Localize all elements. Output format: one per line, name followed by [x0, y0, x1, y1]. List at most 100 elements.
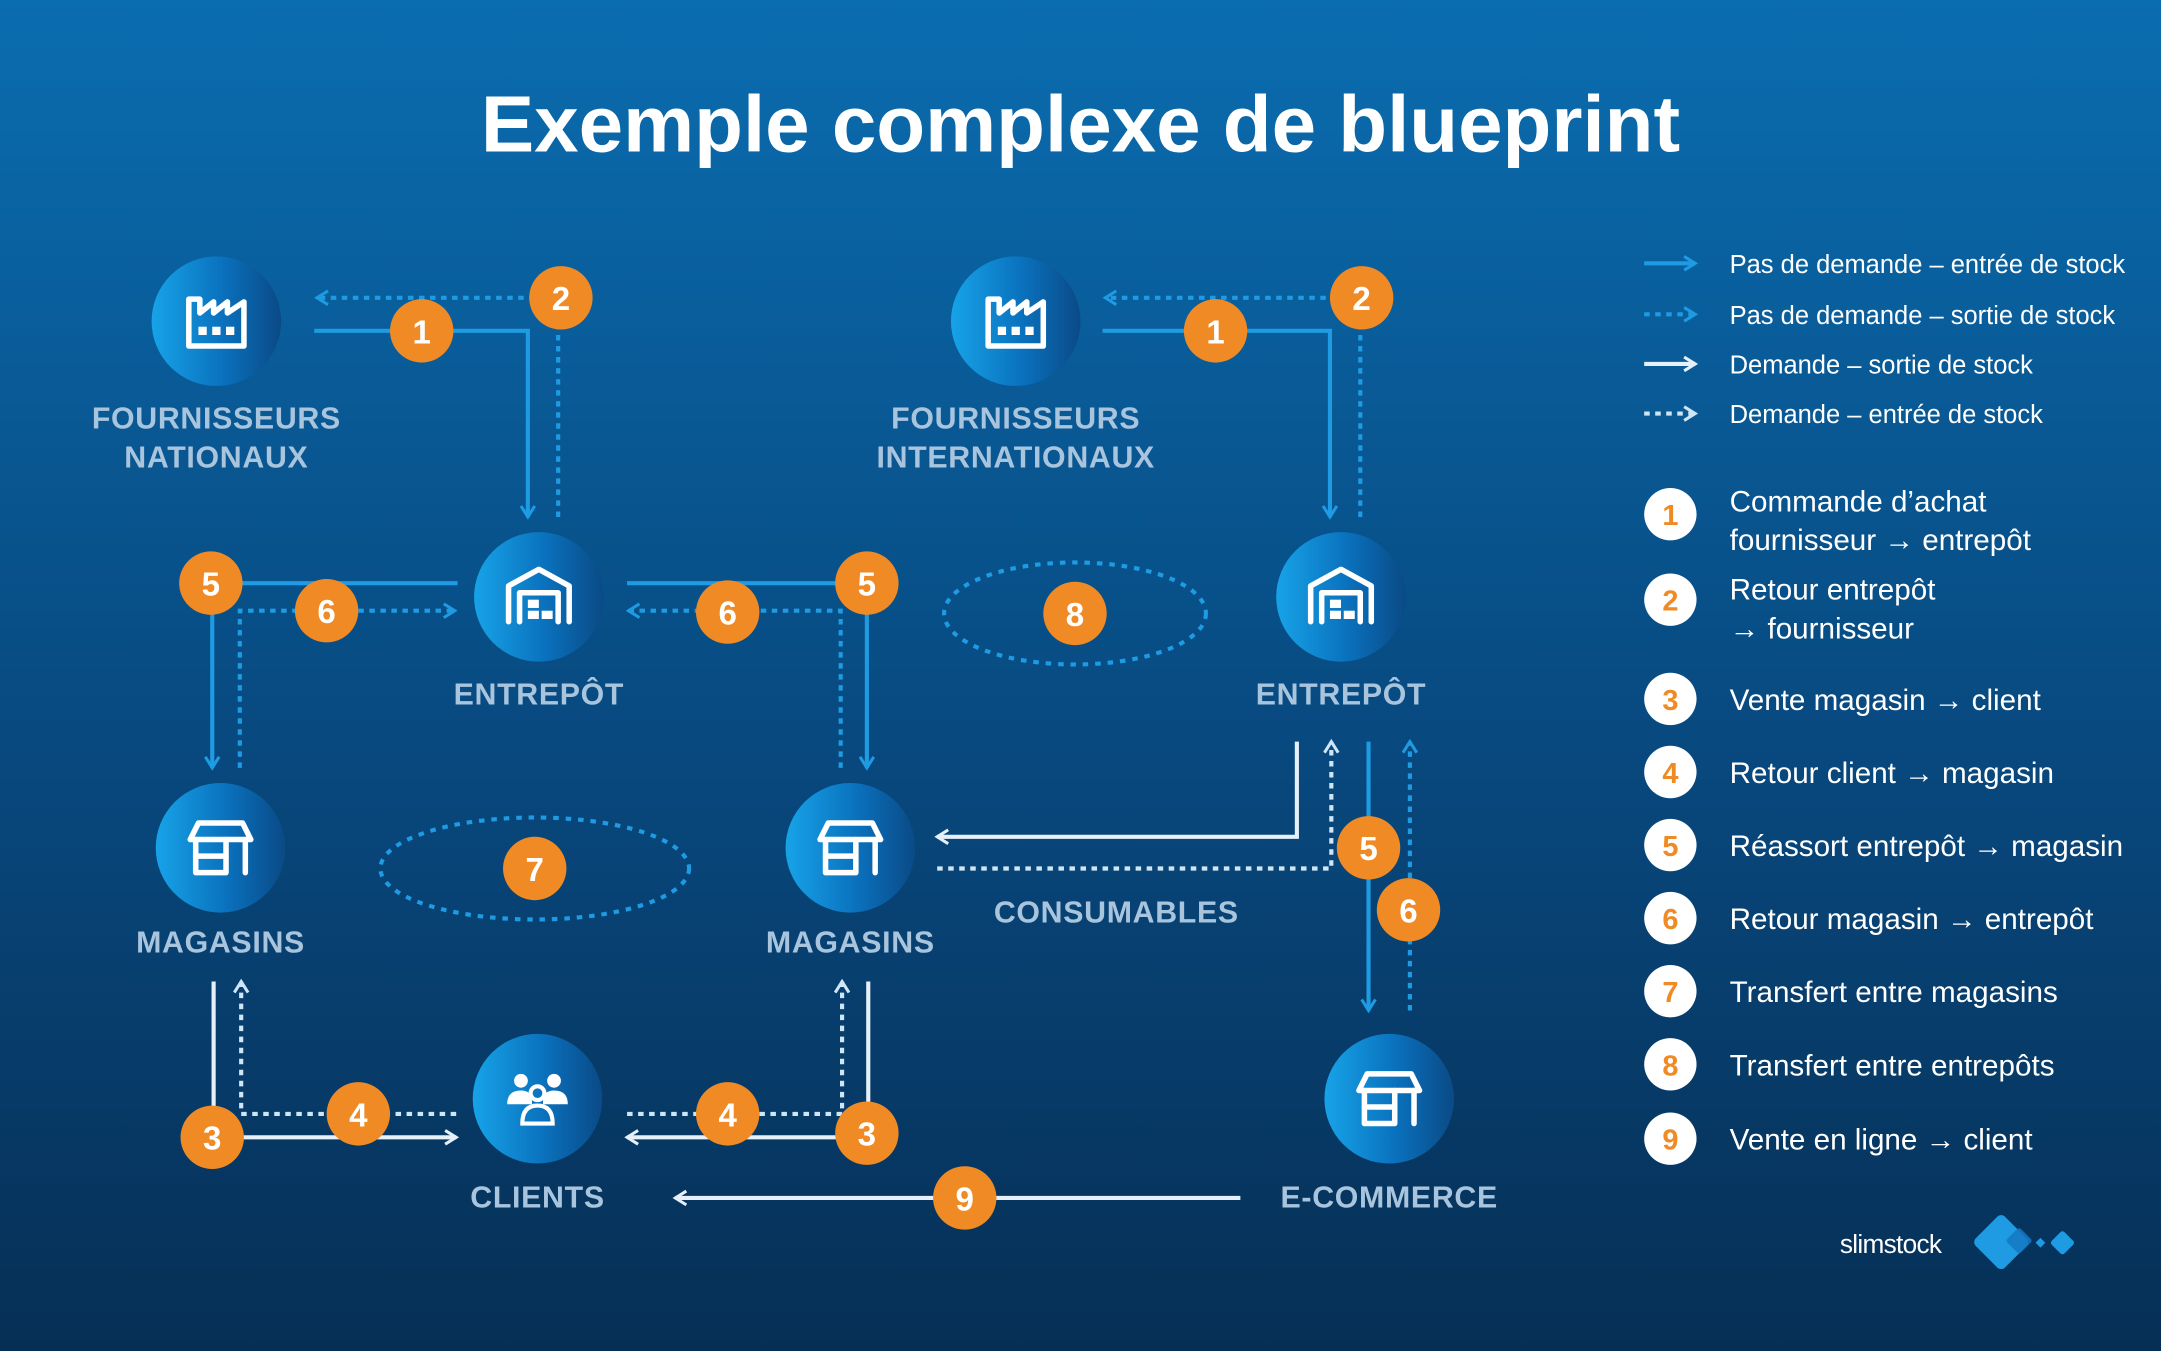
legend-step-7: 7 Transfert entre magasins [1644, 965, 2058, 1018]
svg-text:5: 5 [202, 567, 220, 604]
svg-text:3: 3 [203, 1121, 221, 1158]
badge-4-left: 4 [326, 1082, 391, 1146]
store-icon [817, 820, 884, 876]
legend-step-2: 2 Retour entrepôt → fournisseur [1644, 573, 1936, 645]
badge-9: 9 [933, 1166, 997, 1230]
flow-consumables-out [937, 741, 1299, 837]
node-label: FOURNISSEURS [92, 403, 341, 436]
node-label: E-COMMERCE [1281, 1182, 1498, 1215]
node-label: ENTREPÔT [454, 677, 625, 711]
svg-text:5: 5 [858, 567, 876, 604]
badge-7: 7 [503, 836, 567, 901]
svg-text:3: 3 [1662, 685, 1678, 717]
svg-text:4: 4 [1662, 758, 1678, 790]
legend-dotted-blue: Pas de demande – sortie de stock [1644, 302, 2115, 330]
people-icon [507, 1073, 568, 1126]
legend-line-types: Pas de demande – entrée de stock Pas de … [1644, 251, 2125, 429]
transfer-stores-ellipse [378, 815, 692, 922]
legend-steps: 1 Commande d’achat fournisseur → entrepô… [1644, 485, 2123, 1165]
legend-step-1: 1 Commande d’achat fournisseur → entrepô… [1644, 485, 2032, 557]
badge-3-middle: 3 [835, 1101, 899, 1165]
svg-text:5: 5 [1662, 831, 1678, 863]
svg-text:7: 7 [526, 852, 544, 889]
legend-step-6: 6 Retour magasin → entrepôt [1644, 891, 2095, 945]
svg-text:6: 6 [718, 595, 736, 632]
node-entrepot-1: ENTREPÔT [454, 532, 625, 711]
flow-consumables-in [937, 742, 1331, 871]
node-label: MAGASINS [136, 927, 305, 960]
svg-text:4: 4 [718, 1097, 737, 1134]
slimstock-logo: slimstock [1840, 1215, 2074, 1270]
badge-1-national: 1 [390, 299, 454, 363]
node-label: INTERNATIONAUX [876, 441, 1154, 474]
flow-2-national [317, 298, 561, 517]
node-label: FOURNISSEURS [891, 403, 1140, 436]
legend-step-text: Retour magasin → entrepôt [1730, 903, 2095, 936]
page-title: Exemple complexe de blueprint [481, 80, 1680, 169]
legend: Pas de demande – entrée de stock Pas de … [1644, 251, 2125, 1165]
node-label: CLIENTS [470, 1182, 604, 1215]
svg-text:2: 2 [1352, 281, 1370, 318]
legend-step-9: 9 Vente en ligne → client [1644, 1112, 2033, 1165]
svg-text:8: 8 [1066, 597, 1084, 634]
legend-label: Demande – entrée de stock [1730, 401, 2043, 429]
svg-text:1: 1 [1662, 500, 1678, 532]
badge-1-international: 1 [1183, 299, 1248, 363]
legend-label: Pas de demande – entrée de stock [1730, 251, 2126, 279]
legend-solid-blue: Pas de demande – entrée de stock [1644, 251, 2125, 279]
node-clients: CLIENTS [470, 1033, 604, 1215]
badge-6-left: 6 [294, 579, 359, 643]
svg-text:7: 7 [1662, 977, 1678, 1009]
legend-step-5: 5 Réassort entrepôt → magasin [1644, 818, 2123, 872]
warehouse-icon [1307, 566, 1375, 625]
flow-1-international [1102, 328, 1330, 517]
svg-text:2: 2 [1662, 586, 1678, 618]
legend-step-3: 3 Vente magasin → client [1644, 672, 2042, 726]
store-icon [187, 820, 254, 876]
transfer-warehouses-ellipse [941, 560, 1208, 667]
badge-3-left: 3 [180, 1105, 244, 1170]
badge-5-middle: 5 [835, 551, 899, 615]
legend-step-text: Transfert entre magasins [1730, 976, 2058, 1009]
node-fournisseurs-internationaux: FOURNISSEURS INTERNATIONAUX [876, 256, 1154, 474]
legend-step-4: 4 Retour client → magasin [1644, 745, 2054, 799]
legend-label: Pas de demande – sortie de stock [1730, 302, 2116, 330]
node-fournisseurs-nationaux: FOURNISSEURS NATIONAUX [92, 256, 341, 474]
badge-8: 8 [1043, 581, 1107, 646]
legend-step-text: → fournisseur [1730, 612, 1915, 645]
svg-text:9: 9 [1662, 1125, 1678, 1157]
warehouse-icon [505, 566, 572, 625]
legend-step-text: Réassort entrepôt → magasin [1730, 830, 2123, 863]
consumables-label: CONSUMABLES [994, 896, 1239, 929]
node-label: NATIONAUX [124, 441, 308, 474]
svg-text:6: 6 [1399, 893, 1417, 930]
svg-text:5: 5 [1359, 831, 1377, 868]
node-label: MAGASINS [766, 927, 935, 960]
factory-icon [985, 296, 1047, 349]
svg-text:3: 3 [858, 1117, 876, 1154]
legend-dotted-white: Demande – entrée de stock [1644, 401, 2043, 429]
legend-step-text: fournisseur → entrepôt [1730, 524, 2032, 557]
badge-5-ecommerce: 5 [1336, 816, 1401, 880]
badge-4-middle: 4 [695, 1082, 760, 1146]
svg-text:9: 9 [956, 1181, 974, 1218]
node-magasins-1: MAGASINS [136, 783, 305, 960]
flow-2-international [1105, 298, 1363, 517]
svg-text:4: 4 [349, 1097, 368, 1134]
node-ecommerce: E-COMMERCE [1281, 1033, 1498, 1215]
legend-step-text: Commande d’achat [1730, 485, 1988, 518]
badge-5-left: 5 [179, 551, 243, 615]
diamond-logo-icon [1974, 1215, 2074, 1270]
svg-text:1: 1 [413, 314, 431, 351]
legend-step-text: Transfert entre entrepôts [1730, 1049, 2055, 1082]
legend-solid-white: Demande – sortie de stock [1644, 352, 2033, 380]
svg-text:6: 6 [317, 594, 335, 631]
badge-2-national: 2 [529, 266, 593, 330]
svg-text:8: 8 [1662, 1050, 1678, 1082]
node-entrepot-2: ENTREPÔT [1256, 532, 1426, 711]
flow-6-left [237, 611, 455, 768]
node-magasins-2: MAGASINS [766, 783, 935, 960]
legend-step-8: 8 Transfert entre entrepôts [1644, 1038, 2055, 1091]
logo-text: slimstock [1840, 1229, 1943, 1259]
flow-1-national [314, 328, 528, 517]
